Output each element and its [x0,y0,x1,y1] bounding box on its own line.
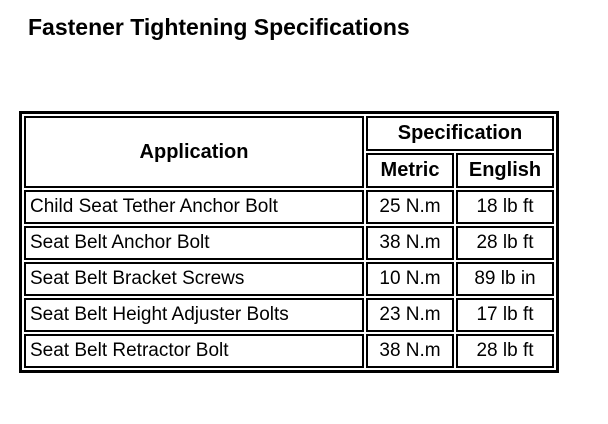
english-value-cell: 28 lb ft [456,334,554,368]
metric-value-cell: 25 N.m [366,190,454,224]
header-specification: Specification [366,116,554,151]
page-title: Fastener Tightening Specifications [28,14,410,40]
fastener-spec-table: Application Specification Metric English… [19,111,559,373]
header-metric: Metric [366,153,454,188]
english-value-cell: 17 lb ft [456,298,554,332]
metric-value-cell: 38 N.m [366,334,454,368]
table-row: Seat Belt Retractor Bolt 38 N.m 28 lb ft [24,334,554,368]
application-cell: Seat Belt Anchor Bolt [24,226,364,260]
header-application: Application [24,116,364,188]
header-english: English [456,153,554,188]
table-row: Seat Belt Bracket Screws 10 N.m 89 lb in [24,262,554,296]
metric-value-cell: 23 N.m [366,298,454,332]
table-row: Seat Belt Height Adjuster Bolts 23 N.m 1… [24,298,554,332]
table-header-row-1: Application Specification [24,116,554,188]
english-value-cell: 18 lb ft [456,190,554,224]
table-header-row-2: Metric English [24,153,554,188]
application-cell: Seat Belt Bracket Screws [24,262,364,296]
application-cell: Seat Belt Retractor Bolt [24,334,364,368]
table-row: Child Seat Tether Anchor Bolt 25 N.m 18 … [24,190,554,224]
application-cell: Seat Belt Height Adjuster Bolts [24,298,364,332]
table-row: Seat Belt Anchor Bolt 38 N.m 28 lb ft [24,226,554,260]
english-value-cell: 28 lb ft [456,226,554,260]
metric-value-cell: 38 N.m [366,226,454,260]
english-value-cell: 89 lb in [456,262,554,296]
metric-value-cell: 10 N.m [366,262,454,296]
application-cell: Child Seat Tether Anchor Bolt [24,190,364,224]
